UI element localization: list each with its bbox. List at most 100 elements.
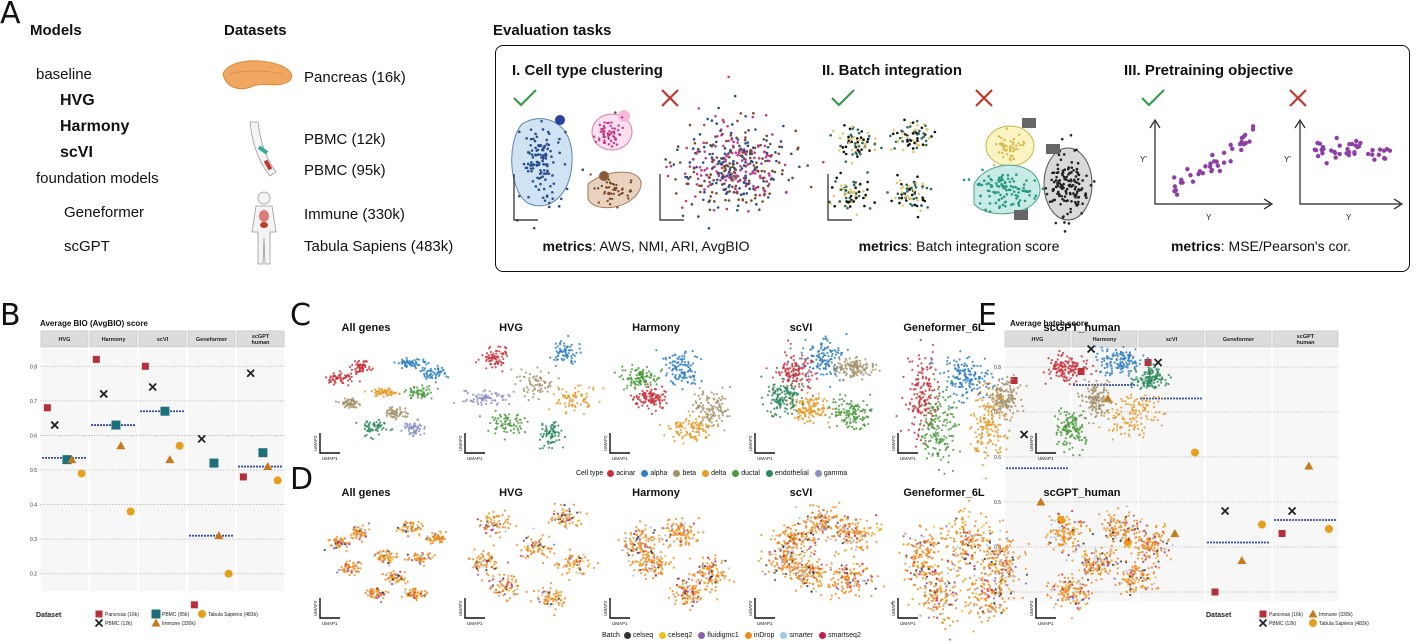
umap-cell-point xyxy=(772,398,776,401)
umap-cell-point xyxy=(942,411,945,415)
cell-dot xyxy=(609,132,612,136)
umap-cell-point xyxy=(712,414,716,418)
cell-dot xyxy=(913,192,917,196)
marker-circle xyxy=(77,469,86,478)
facet-label: HVG xyxy=(59,337,71,343)
umap-cell-point xyxy=(602,387,605,390)
cell-dot xyxy=(844,160,848,163)
umap-cell-point xyxy=(681,363,684,366)
cell-dot xyxy=(848,137,852,141)
umap-cell-point xyxy=(681,421,685,425)
umap-cell-point xyxy=(681,388,684,391)
marker-cross xyxy=(1258,618,1268,628)
marker-cross xyxy=(1220,506,1230,516)
umap-cell-point xyxy=(938,415,941,418)
umap-cell-point xyxy=(834,401,837,404)
cell-dot xyxy=(716,172,720,175)
facet-label: scGPT xyxy=(1297,334,1315,340)
umap-cell-point xyxy=(683,352,686,355)
umap-cell-point xyxy=(544,381,547,384)
umap-cell-point xyxy=(476,398,479,402)
umap-cell-point xyxy=(344,404,348,408)
umap-plots: UMAP1UMAP2UMAP1UMAP2UMAP1UMAP2UMAP1UMAP2… xyxy=(313,332,1179,641)
cell-dot xyxy=(767,182,771,186)
umap-cell-point xyxy=(356,363,359,366)
umap-cell-point xyxy=(680,358,684,361)
umap-cell-point xyxy=(535,375,538,378)
umap-cell-point xyxy=(830,361,833,364)
umap-cell-point xyxy=(436,372,439,375)
umap-cell-point xyxy=(855,360,858,363)
umap-cell-point xyxy=(1132,355,1135,358)
umap-cell-point xyxy=(849,367,852,370)
cell-dot xyxy=(612,141,616,145)
umap-cell-point xyxy=(939,458,943,461)
cell-dot xyxy=(920,204,923,207)
umap-cell-point xyxy=(556,355,559,358)
data-point xyxy=(1172,189,1177,194)
umap-cell-point xyxy=(707,434,711,437)
umap-cell-point xyxy=(528,372,532,376)
umap-cell-point xyxy=(728,385,732,389)
umap-cell-point xyxy=(711,409,714,412)
umap-cell-point xyxy=(921,391,924,394)
umap-cell-point xyxy=(416,393,419,397)
umap-cell-point xyxy=(924,439,927,442)
cell-dot xyxy=(849,190,852,193)
cell-dot xyxy=(924,139,928,143)
cell-icon xyxy=(618,110,630,122)
umap-cell-point xyxy=(823,346,826,350)
umap-cell-point xyxy=(673,383,676,386)
cell-dot xyxy=(709,173,712,176)
umap-cell-point xyxy=(1094,407,1098,410)
umap-cell-point xyxy=(979,364,982,368)
umap-cell-point xyxy=(631,363,634,366)
umap-cell-point xyxy=(1103,366,1106,370)
umap-cell-point xyxy=(996,383,999,386)
umap-cell-point xyxy=(801,354,804,357)
cell-dot xyxy=(1081,179,1084,182)
cell-dot xyxy=(613,186,616,190)
cell-dot xyxy=(702,198,705,202)
cell-dot xyxy=(545,138,549,142)
cell-dot xyxy=(610,121,613,124)
cell-dot xyxy=(1074,202,1078,205)
cell-dot xyxy=(666,174,670,178)
umap-cell-point xyxy=(519,379,522,382)
umap-cell-point xyxy=(859,372,863,375)
cell-dot xyxy=(534,185,538,188)
umap-cell-point xyxy=(721,397,724,400)
umap-cell-point xyxy=(342,377,345,380)
cell-dot xyxy=(618,133,621,136)
umap-cell-point xyxy=(947,375,950,379)
umap-cell-point xyxy=(564,402,567,405)
umap-cell-point xyxy=(498,350,501,353)
umap-cell-point xyxy=(388,389,391,392)
cell-dot xyxy=(844,152,848,156)
umap-cell-point xyxy=(672,368,675,371)
umap-cell-point xyxy=(1007,390,1010,393)
umap-cell-point xyxy=(1068,357,1071,360)
cell-dot xyxy=(989,177,993,181)
panel-letter-a: A xyxy=(0,0,21,31)
cell-dot xyxy=(838,136,842,140)
umap-cell-point xyxy=(811,374,814,377)
umap-cell-point xyxy=(804,358,808,361)
umap-cell-point xyxy=(919,422,922,425)
umap-cell-point xyxy=(997,379,1001,382)
umap-cell-point xyxy=(797,373,800,377)
umap-cell-point xyxy=(672,360,675,363)
umap-cell-point xyxy=(969,427,972,430)
umap-cell-point xyxy=(649,373,652,377)
marker-circle xyxy=(1257,520,1266,529)
umap-cell-point xyxy=(932,372,935,376)
umap-cell-point xyxy=(412,385,415,388)
marker-cross-path xyxy=(1258,618,1268,628)
umap-cell-point xyxy=(705,413,708,416)
umap-cell-point xyxy=(695,402,698,405)
cell-dot xyxy=(627,197,630,200)
cell-dot xyxy=(994,182,998,185)
umap-cell-point xyxy=(383,389,387,393)
umap-cell-point xyxy=(1060,375,1064,378)
cell-dot xyxy=(1018,199,1022,202)
